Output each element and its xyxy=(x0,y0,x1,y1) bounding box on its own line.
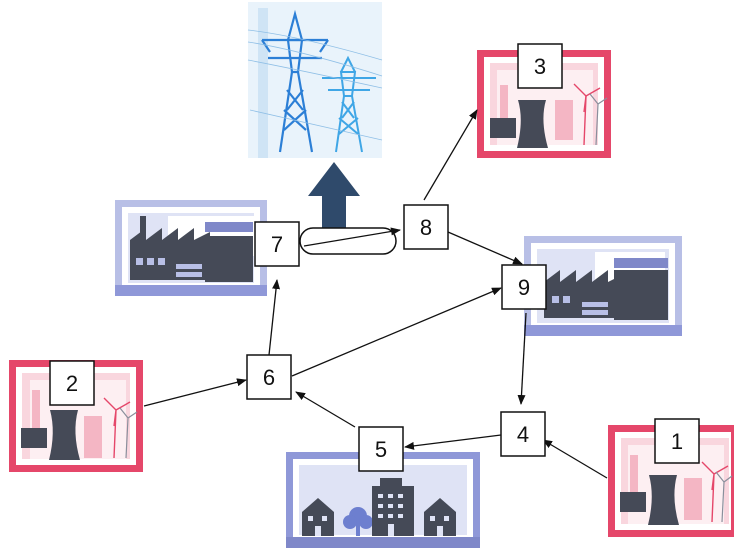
node-box-5: 5 xyxy=(358,426,404,472)
node-label-6: 6 xyxy=(263,365,275,390)
node-label-7: 7 xyxy=(271,232,283,257)
factory-icon xyxy=(115,200,267,296)
edge-8-9 xyxy=(447,231,523,265)
node-box-4: 4 xyxy=(500,411,546,457)
node-label-1: 1 xyxy=(671,429,683,454)
node-label-4: 4 xyxy=(517,422,529,447)
edge-1-4 xyxy=(542,439,608,479)
node-box-8: 8 xyxy=(403,204,449,250)
factory-icon xyxy=(524,236,682,336)
node-box-6: 6 xyxy=(246,354,292,400)
edge-2-6 xyxy=(143,378,247,407)
pipe-connector-7-8 xyxy=(299,227,401,255)
residential-city-icon xyxy=(286,452,480,548)
node-box-9: 9 xyxy=(501,264,547,310)
node-label-3: 3 xyxy=(534,54,546,79)
edge-4-5 xyxy=(404,434,502,450)
edge-9-4 xyxy=(517,312,527,405)
flow-arrows xyxy=(143,109,608,479)
node-label-2: 2 xyxy=(66,371,78,396)
edge-8-3 xyxy=(423,109,478,201)
node-label-5: 5 xyxy=(375,437,387,462)
transmission-tower-icon xyxy=(247,2,383,158)
edge-5-6 xyxy=(295,391,356,428)
edge-6-9 xyxy=(291,287,502,377)
node-label-9: 9 xyxy=(518,275,530,300)
export-arrow xyxy=(308,162,360,232)
node-box-7: 7 xyxy=(254,221,300,267)
power-plant-icon xyxy=(9,360,143,472)
node-label-8: 8 xyxy=(420,215,432,240)
node-box-2: 2 xyxy=(49,360,95,406)
node-box-3: 3 xyxy=(517,43,563,89)
edge-6-7 xyxy=(268,279,281,356)
node-box-1: 1 xyxy=(654,418,700,464)
